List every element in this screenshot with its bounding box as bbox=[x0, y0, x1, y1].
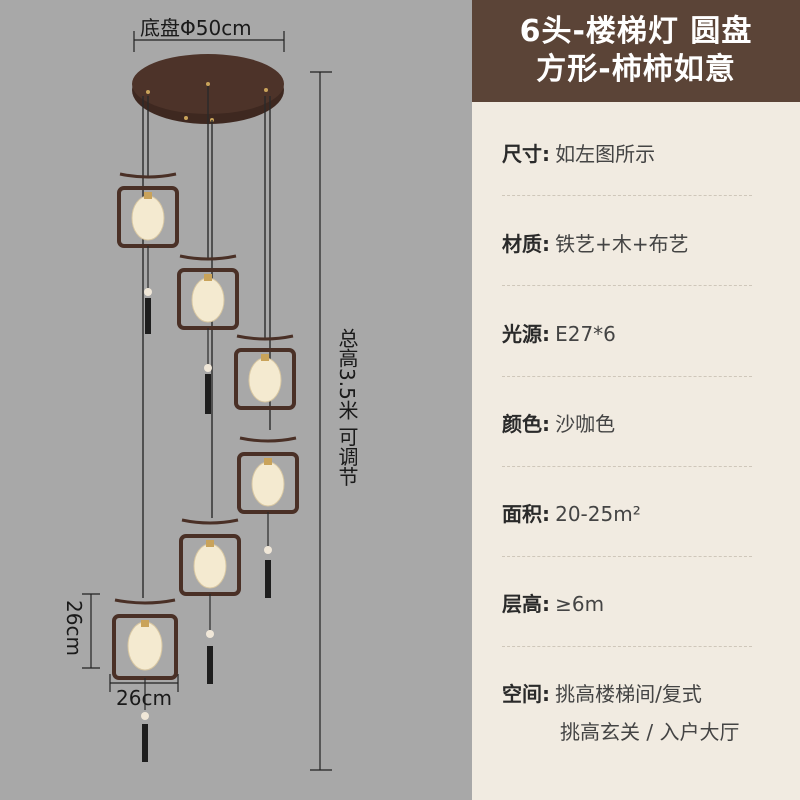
spec-value: 如左图所示 bbox=[555, 142, 656, 166]
spec-area: 面积: 20-25m² bbox=[502, 498, 790, 527]
spec-space: 空间: 挑高楼梯间/复式 bbox=[502, 678, 790, 707]
spec-value: 铁艺+木+布艺 bbox=[555, 232, 689, 256]
product-illustration-panel: 底盘Φ50cm 总高3.5米 可调节 26cm 26cm bbox=[0, 0, 472, 800]
spec-value: 挑高玄关 / 入户大厅 bbox=[560, 720, 740, 744]
lamp-unit-4 bbox=[237, 436, 299, 598]
total-height-dimension bbox=[310, 71, 332, 771]
screw-icon bbox=[264, 88, 268, 92]
spec-divider bbox=[502, 285, 752, 286]
lamp-unit-3 bbox=[234, 334, 296, 410]
spec-divider bbox=[502, 376, 752, 377]
spec-label: 层高: bbox=[502, 592, 550, 616]
spec-label: 空间: bbox=[502, 682, 550, 706]
product-title-banner: 6头-楼梯灯 圆盘 方形-柿柿如意 bbox=[472, 0, 800, 102]
lamp-unit-2 bbox=[177, 254, 239, 414]
lamp-height-dimension bbox=[82, 593, 100, 669]
spec-value: 20-25m² bbox=[555, 502, 641, 526]
spec-space-continued: 挑高玄关 / 入户大厅 bbox=[560, 716, 800, 745]
spec-divider bbox=[502, 556, 752, 557]
spec-label: 光源: bbox=[502, 322, 550, 346]
spec-divider bbox=[502, 646, 752, 647]
lamp-unit-6 bbox=[112, 598, 178, 762]
spec-label: 颜色: bbox=[502, 412, 550, 436]
chandelier-illustration bbox=[82, 31, 332, 771]
spec-material: 材质: 铁艺+木+布艺 bbox=[502, 228, 790, 257]
spec-divider bbox=[502, 466, 752, 467]
lamp-height-label: 26cm bbox=[62, 600, 86, 656]
total-height-label: 总高3.5米 可调节 bbox=[335, 328, 359, 487]
screw-icon bbox=[184, 116, 188, 120]
spec-size: 尺寸: 如左图所示 bbox=[502, 138, 790, 167]
lamp-width-dimension bbox=[109, 674, 179, 692]
spec-color: 颜色: 沙咖色 bbox=[502, 408, 790, 437]
suspension-cords bbox=[142, 86, 271, 598]
product-title-line-2: 方形-柿柿如意 bbox=[536, 52, 736, 87]
spec-value: 沙咖色 bbox=[555, 412, 616, 436]
lamp-unit-1 bbox=[117, 172, 179, 334]
spec-ceiling-height: 层高: ≥6m bbox=[502, 588, 790, 617]
base-diameter-label: 底盘Φ50cm bbox=[140, 16, 252, 40]
screw-icon bbox=[206, 82, 210, 86]
lamp-unit-5 bbox=[179, 518, 241, 684]
spec-value: 挑高楼梯间/复式 bbox=[555, 682, 702, 706]
spec-label: 材质: bbox=[502, 232, 550, 256]
spec-value: ≥6m bbox=[555, 592, 605, 616]
spec-value: E27*6 bbox=[555, 322, 616, 346]
product-specs-panel: 6头-楼梯灯 圆盘 方形-柿柿如意 尺寸: 如左图所示 材质: 铁艺+木+布艺 … bbox=[472, 0, 800, 800]
lamp-width-label: 26cm bbox=[116, 686, 172, 710]
spec-divider bbox=[502, 195, 752, 196]
spec-light-source: 光源: E27*6 bbox=[502, 318, 790, 347]
base-width-dimension bbox=[133, 31, 285, 52]
spec-label: 面积: bbox=[502, 502, 550, 526]
product-title-line-1: 6头-楼梯灯 圆盘 bbox=[519, 14, 753, 49]
screw-icon bbox=[146, 90, 150, 94]
spec-label: 尺寸: bbox=[502, 142, 550, 166]
